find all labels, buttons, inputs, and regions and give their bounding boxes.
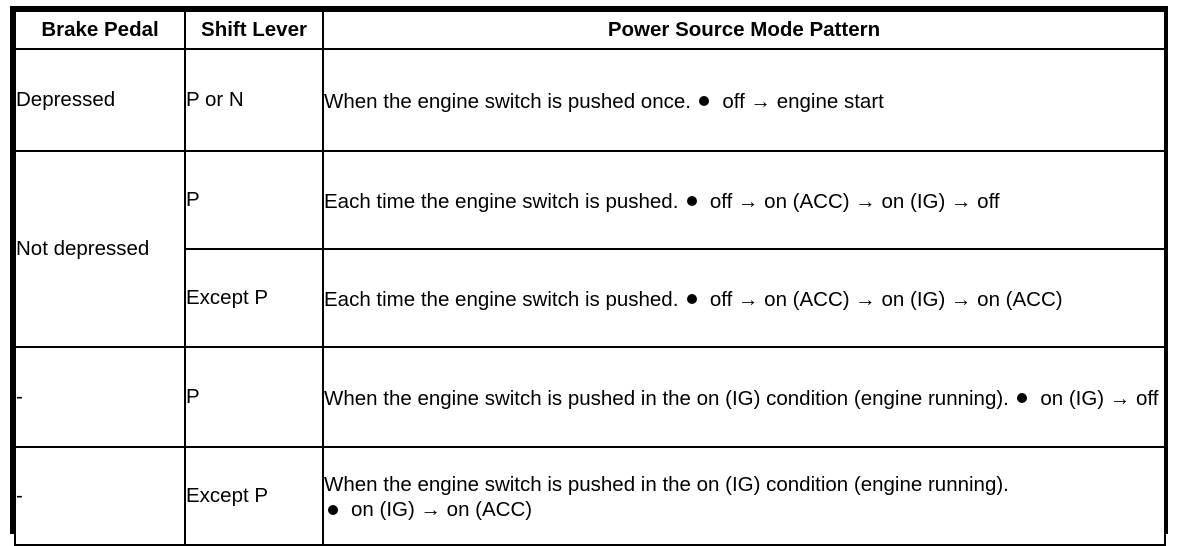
pattern-lead-text: When the engine switch is pushed in the … bbox=[324, 473, 1009, 496]
cell-brake-pedal: Depressed bbox=[14, 48, 186, 152]
bullet-dot-icon bbox=[1017, 393, 1028, 403]
column-header-shift-lever: Shift Lever bbox=[184, 10, 324, 50]
table-header-row: Brake Pedal Shift Lever Power Source Mod… bbox=[14, 10, 1166, 50]
pattern-bullet-text: on (IG) → off bbox=[1040, 386, 1159, 410]
cell-shift-lever: P or N bbox=[184, 48, 324, 152]
pattern-content: Each time the engine switch is pushed. o… bbox=[324, 183, 1164, 218]
cell-power-source-mode-pattern: When the engine switch is pushed in the … bbox=[322, 446, 1166, 546]
cell-shift-lever: Except P bbox=[184, 248, 324, 348]
pattern-content: Each time the engine switch is pushed. o… bbox=[324, 281, 1164, 316]
cell-shift-lever: P bbox=[184, 346, 324, 448]
column-header-power-source-mode-pattern: Power Source Mode Pattern bbox=[322, 10, 1166, 50]
pattern-bullet-item: off → on (ACC) → on (IG) → on (ACC) bbox=[683, 288, 1063, 311]
pattern-lead-text: Each time the engine switch is pushed. bbox=[324, 287, 679, 311]
power-source-mode-table: Brake Pedal Shift Lever Power Source Mod… bbox=[10, 6, 1168, 546]
pattern-bullet-text: on (IG) → on (ACC) bbox=[351, 498, 533, 521]
cell-power-source-mode-pattern: Each time the engine switch is pushed. o… bbox=[322, 150, 1166, 250]
pattern-content: When the engine switch is pushed in the … bbox=[324, 380, 1164, 415]
pattern-bullet-item: off → engine start bbox=[695, 89, 884, 113]
cell-brake-pedal: - bbox=[14, 446, 186, 546]
pattern-lead-text: Each time the engine switch is pushed. bbox=[324, 189, 679, 213]
bullet-dot-icon bbox=[699, 96, 710, 106]
cell-power-source-mode-pattern: When the engine switch is pushed in the … bbox=[322, 346, 1166, 448]
table-row: Not depressed P Each time the engine swi… bbox=[14, 150, 1166, 348]
bullet-dot-icon bbox=[328, 504, 338, 515]
pattern-lead-text: When the engine switch is pushed once. bbox=[324, 89, 691, 113]
pattern-content: When the engine switch is pushed in the … bbox=[324, 466, 1164, 526]
cell-brake-pedal: - bbox=[14, 346, 186, 448]
table-row: - Except P When the engine switch is pus… bbox=[14, 446, 1166, 546]
spec-table: Brake Pedal Shift Lever Power Source Mod… bbox=[14, 10, 1166, 546]
table-row: Except P Each time the engine switch is … bbox=[15, 248, 1166, 348]
cell-power-source-mode-pattern: When the engine switch is pushed once. o… bbox=[322, 48, 1166, 152]
bullet-dot-icon bbox=[686, 196, 697, 206]
pattern-content: When the engine switch is pushed once. o… bbox=[324, 83, 1164, 118]
pattern-bullet-text: off → on (ACC) → on (IG) → off bbox=[709, 189, 1000, 213]
pattern-bullet-item: on (IG) → on (ACC) bbox=[324, 498, 532, 521]
table-row: - P When the engine switch is pushed in … bbox=[14, 346, 1166, 448]
pattern-bullet-item: on (IG) → off bbox=[1013, 387, 1158, 410]
pattern-lead-text: When the engine switch is pushed in the … bbox=[324, 386, 1009, 410]
pattern-bullet-text: off → on (ACC) → on (IG) → on (ACC) bbox=[709, 287, 1063, 311]
cell-brake-pedal: Not depressed bbox=[14, 150, 186, 348]
table-row: Depressed P or N When the engine switch … bbox=[14, 48, 1166, 152]
pattern-bullet-text: off → engine start bbox=[722, 89, 884, 113]
pattern-bullet-item: off → on (ACC) → on (IG) → off bbox=[683, 190, 1000, 213]
bullet-dot-icon bbox=[686, 294, 697, 304]
column-header-brake-pedal: Brake Pedal bbox=[14, 10, 186, 50]
cell-shift-lever: Except P bbox=[184, 446, 324, 546]
cell-power-source-mode-pattern: Each time the engine switch is pushed. o… bbox=[322, 248, 1166, 348]
cell-shift-lever: P bbox=[184, 150, 324, 250]
